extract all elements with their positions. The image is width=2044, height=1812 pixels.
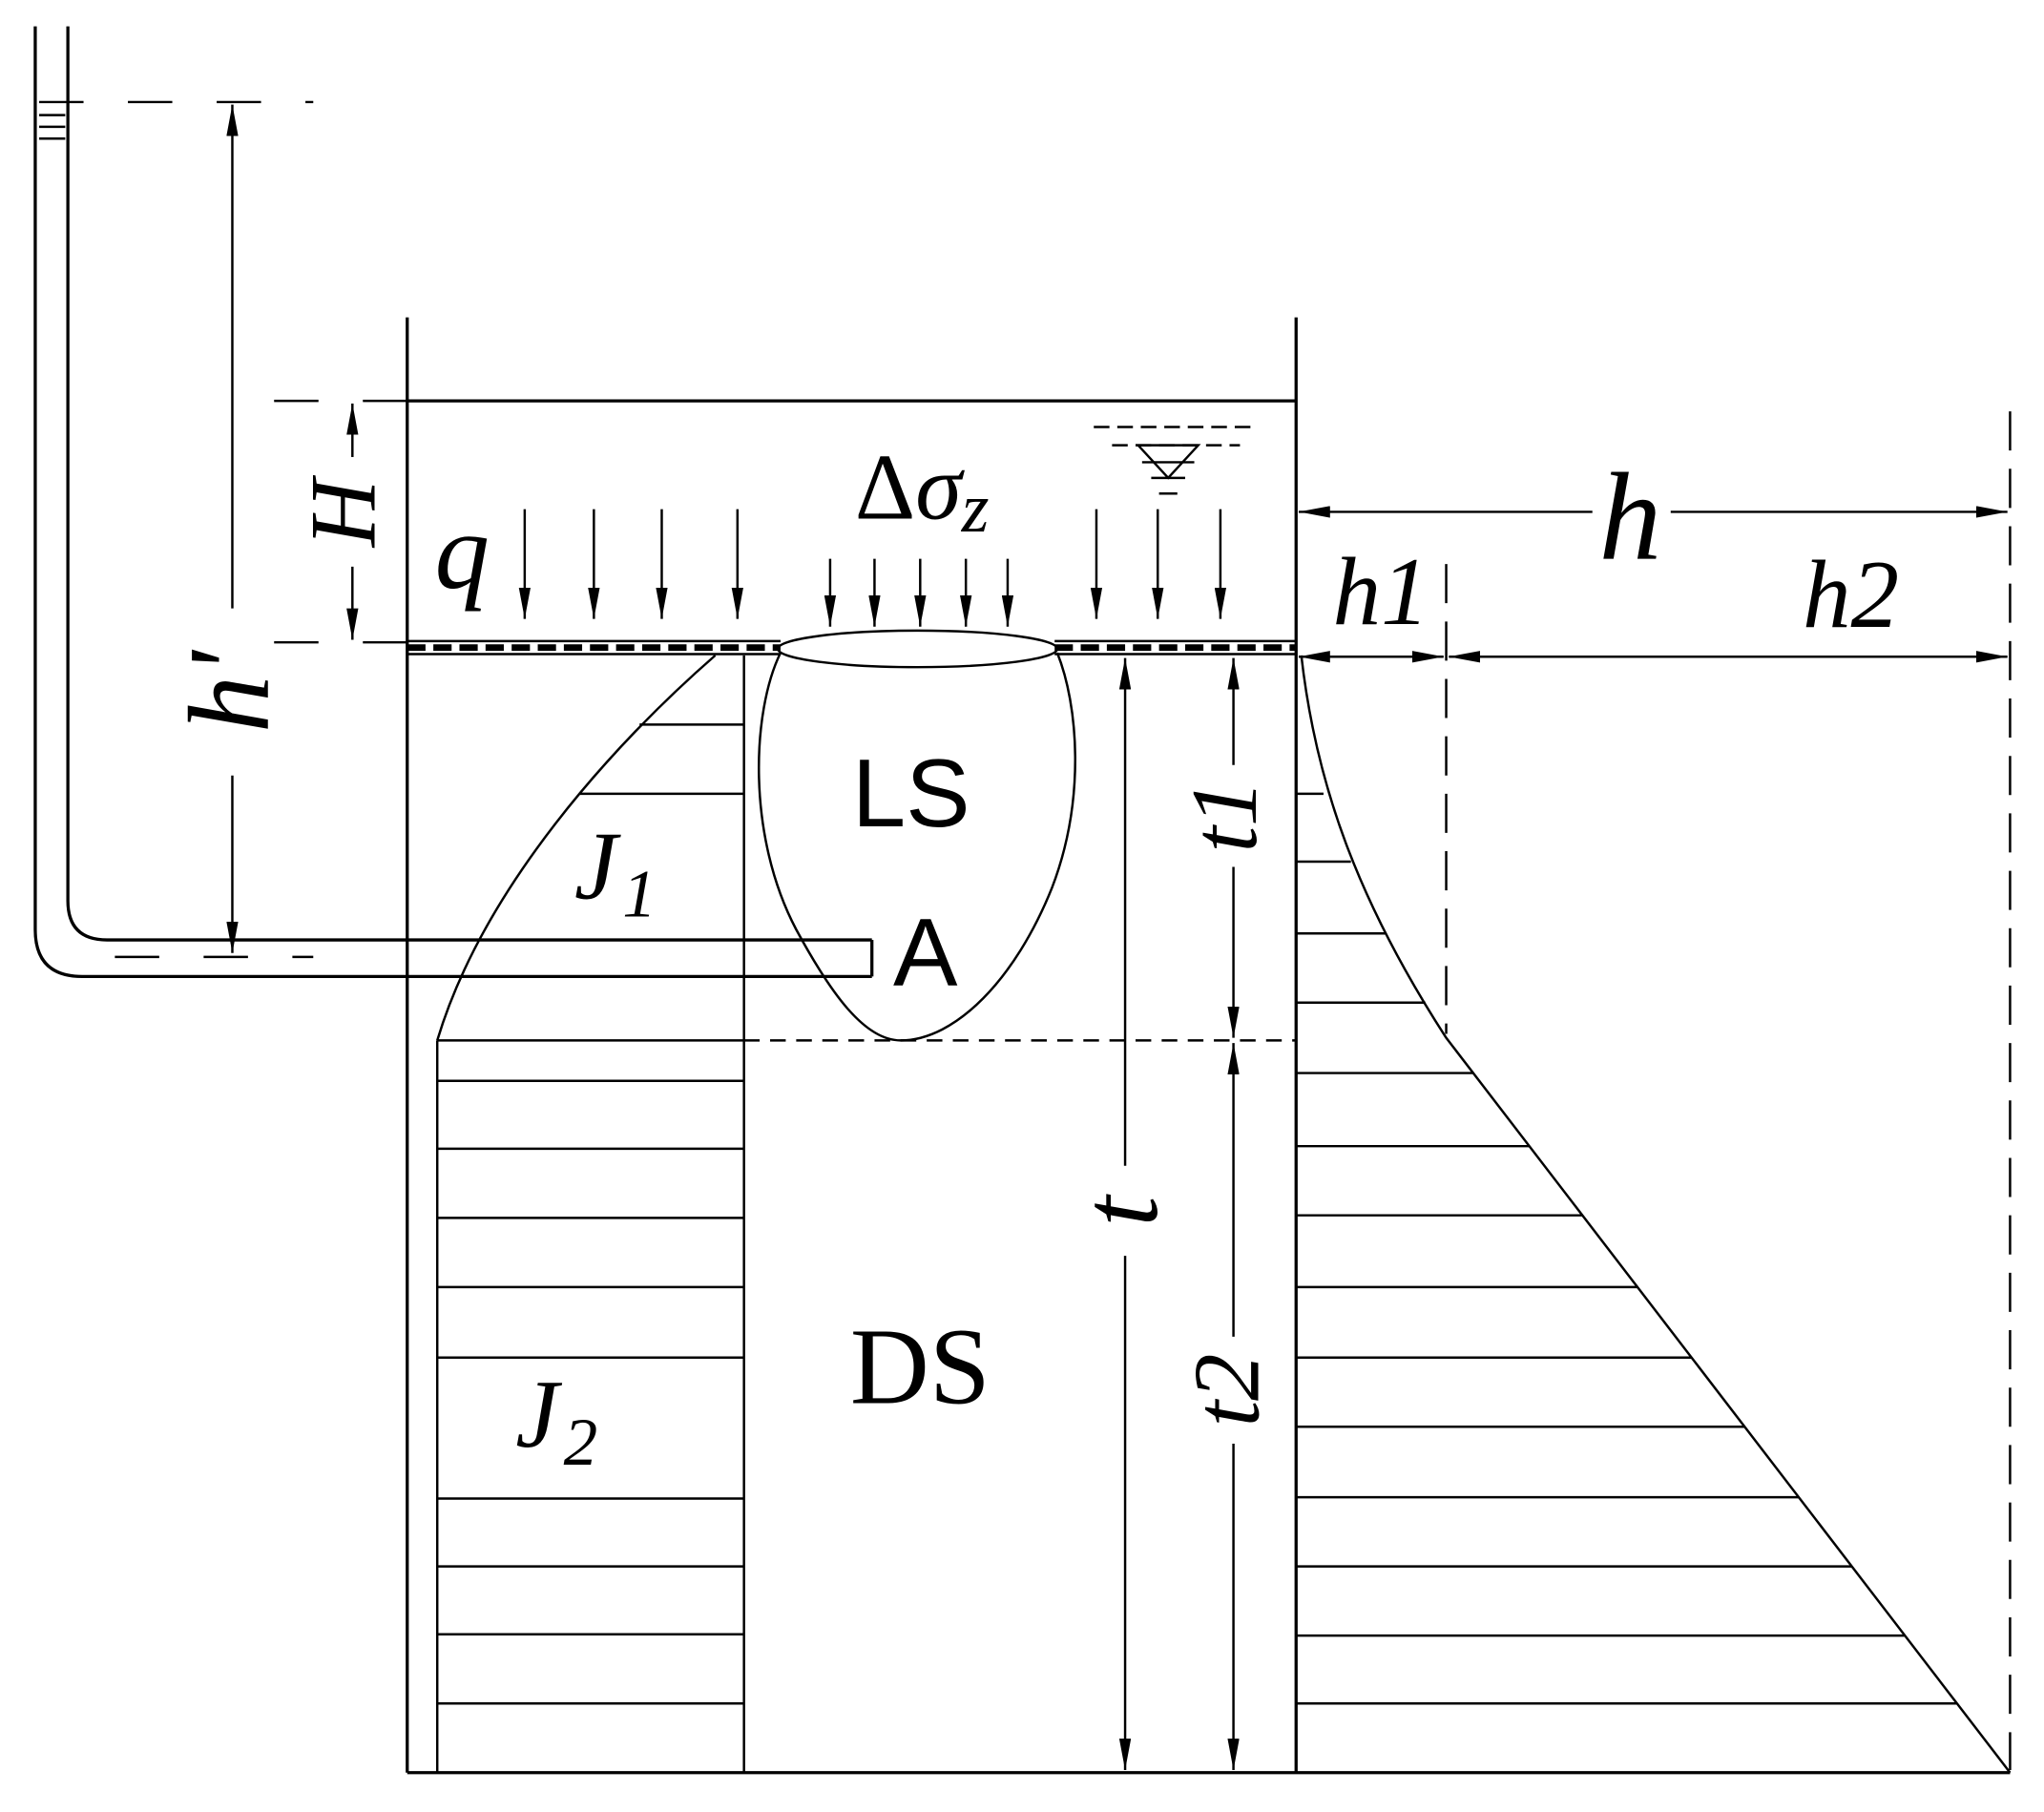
label-A: A: [893, 899, 958, 1007]
load-arrows-right: [1090, 509, 1227, 619]
load-arrows-q: [518, 509, 743, 619]
label-delta-sigma-z: Δσz: [855, 435, 990, 547]
label-H: H: [292, 474, 396, 549]
label-h-prime: h': [166, 649, 293, 733]
label-J2-subscript: 2: [564, 1406, 598, 1480]
gradient-hatching-left: [437, 723, 744, 1705]
label-t1: t1: [1173, 780, 1277, 853]
piezometer-outer-wall: [33, 26, 872, 979]
label-sigma-subscript: z: [961, 469, 990, 547]
label-J2-base: J: [515, 1361, 562, 1468]
water-level-symbol: [1094, 426, 1258, 495]
label-h1: h1: [1333, 538, 1429, 645]
drainage-layer-left: [407, 639, 781, 656]
drainage-layer-right: [1054, 639, 1297, 656]
label-sigma: σ: [915, 435, 965, 539]
label-t2: t2: [1176, 1354, 1280, 1427]
label-DS: DS: [850, 1306, 991, 1427]
label-LS: LS: [852, 739, 970, 847]
ls-zone-top-cap: [776, 629, 1059, 669]
piezometer-inner-wall: [66, 26, 872, 942]
load-arrows-delta-sigma: [824, 558, 1014, 627]
label-t: t: [1059, 1194, 1180, 1227]
label-J1-base: J: [574, 812, 621, 919]
label-h: h: [1599, 448, 1662, 587]
label-h2: h2: [1803, 541, 1899, 648]
j1-gradient-curve: [436, 654, 717, 1041]
label-delta: Δ: [855, 435, 915, 539]
label-J1-subscript: 1: [622, 857, 657, 931]
head-hatching-right: [1296, 792, 1957, 1705]
piezometer: [33, 26, 874, 979]
head-distribution-curve: [1300, 655, 2012, 1774]
label-q: q: [434, 490, 489, 612]
